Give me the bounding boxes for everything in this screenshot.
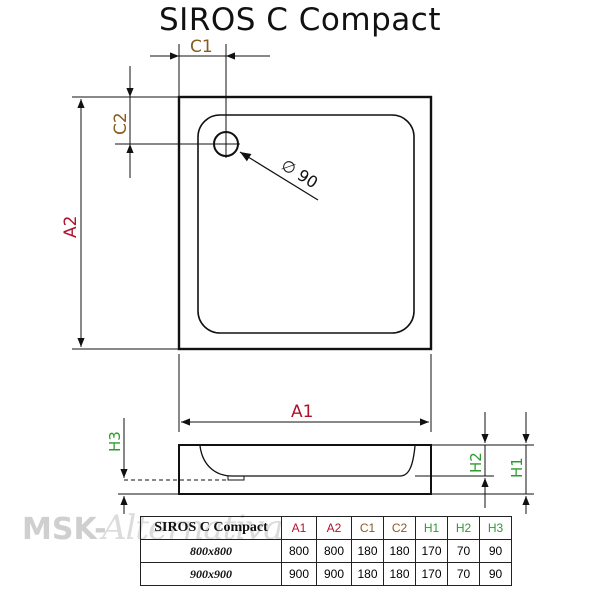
row-cell: 180	[383, 562, 416, 586]
row-model: 900x900	[140, 562, 282, 586]
watermark-logo: MSK-	[22, 512, 107, 547]
row-cell: 800	[316, 539, 352, 563]
header-h3: H3	[479, 516, 512, 540]
row-model: 800x800	[140, 539, 282, 563]
page-title: SIROS C Compact	[159, 2, 441, 38]
header-c2: C2	[383, 516, 416, 540]
header-h1: H1	[415, 516, 448, 540]
header-a1: A1	[281, 516, 317, 540]
side-view-basin	[199, 445, 416, 477]
row-cell: 90	[479, 539, 512, 563]
row-cell: 180	[351, 562, 384, 586]
tray-outer-outline	[177, 95, 433, 351]
row-cell: 90	[479, 562, 512, 586]
row-cell: 180	[383, 539, 416, 563]
row-cell: 900	[281, 562, 317, 586]
row-cell: 70	[447, 562, 480, 586]
row-cell: 900	[316, 562, 352, 586]
row-cell: 180	[351, 539, 384, 563]
a1-label: A1	[291, 402, 313, 422]
drain-leader	[239, 151, 319, 201]
drain-diameter-label: ∅ 90	[278, 155, 321, 192]
row-cell: 70	[447, 539, 480, 563]
c2-label: C2	[111, 112, 131, 135]
c1-label: C1	[190, 37, 213, 57]
side-view-profile	[178, 444, 432, 495]
spec-table: SIROS C Compact A1 A2 C1 C2 H1 H2 H3 800…	[140, 516, 512, 586]
table-row: 900x900 900 900 180 180 170 70 90	[140, 562, 512, 586]
h3-label: H3	[106, 431, 124, 452]
header-h2: H2	[447, 516, 480, 540]
header-a2: A2	[316, 516, 352, 540]
row-cell: 170	[415, 539, 448, 563]
table-row: 800x800 800 800 180 180 170 70 90	[140, 539, 512, 563]
h1-label: H1	[508, 457, 526, 478]
side-view-drain	[227, 476, 245, 481]
spec-table-header-row: SIROS C Compact A1 A2 C1 C2 H1 H2 H3	[140, 516, 512, 540]
h2-label: H2	[467, 452, 485, 473]
spec-table-name: SIROS C Compact	[140, 516, 282, 540]
a2-label: A2	[61, 216, 81, 238]
tray-inner-basin	[197, 114, 415, 334]
row-cell: 800	[281, 539, 317, 563]
header-c1: C1	[351, 516, 384, 540]
row-cell: 170	[415, 562, 448, 586]
